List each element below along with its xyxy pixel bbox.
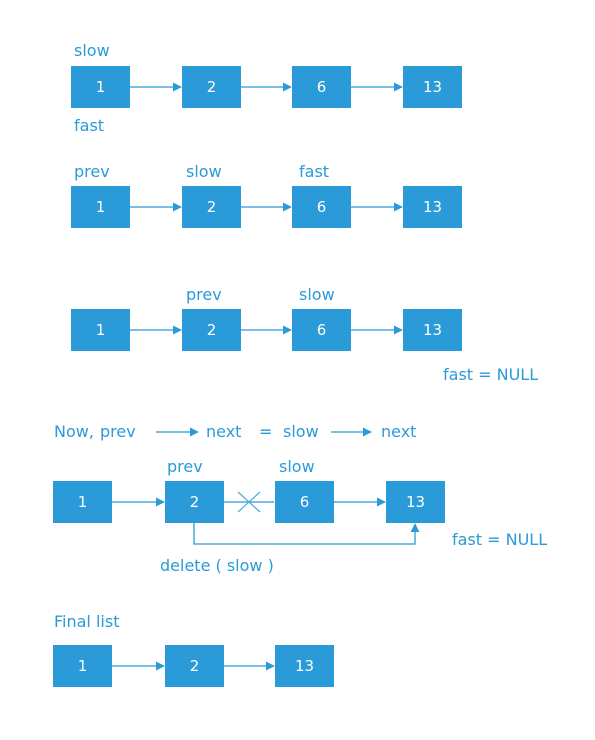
row-2: prev slow fast 1 2 6 13	[71, 162, 462, 228]
fast-null-label: fast = NULL	[443, 365, 538, 384]
node-2: 2	[165, 645, 224, 687]
node-2: 2	[182, 66, 241, 108]
svg-text:1: 1	[78, 657, 88, 675]
node-1: 1	[71, 66, 130, 108]
final-list: Final list 1 2 13	[53, 612, 334, 687]
node-6: 6	[292, 66, 351, 108]
svg-text:13: 13	[406, 493, 425, 511]
svg-text:2: 2	[207, 321, 217, 339]
node-1: 1	[71, 309, 130, 351]
row-4: prev slow 1 2 6 13 fast = NULL delete ( …	[53, 457, 547, 575]
final-list-title: Final list	[54, 612, 119, 631]
statement-next: next	[206, 422, 241, 441]
fast-label: fast	[74, 116, 104, 135]
node-6: 6	[292, 186, 351, 228]
svg-text:13: 13	[295, 657, 314, 675]
svg-text:6: 6	[300, 493, 310, 511]
node-6: 6	[275, 481, 334, 523]
node-2: 2	[182, 186, 241, 228]
node-6: 6	[292, 309, 351, 351]
node-1: 1	[71, 186, 130, 228]
statement-prev: prev	[100, 422, 136, 441]
slow-label: slow	[186, 162, 222, 181]
svg-text:6: 6	[317, 198, 327, 216]
node-13: 13	[403, 186, 462, 228]
slow-label: slow	[299, 285, 335, 304]
svg-text:13: 13	[423, 321, 442, 339]
fast-null-label: fast = NULL	[452, 530, 547, 549]
svg-text:2: 2	[207, 198, 217, 216]
pointer-statement: Now, prev next = slow next	[54, 422, 416, 441]
slow-label: slow	[279, 457, 315, 476]
svg-text:2: 2	[190, 657, 200, 675]
fast-label: fast	[299, 162, 329, 181]
bypass-link-arrow	[193, 523, 420, 545]
node-13: 13	[275, 645, 334, 687]
node-1: 1	[53, 645, 112, 687]
svg-text:1: 1	[96, 78, 106, 96]
node-13: 13	[403, 309, 462, 351]
statement-equals: =	[259, 422, 272, 441]
node-2: 2	[165, 481, 224, 523]
statement-slow: slow	[283, 422, 319, 441]
row-1: slow 1 2 6 13 fast	[71, 41, 462, 135]
statement-next: next	[381, 422, 416, 441]
svg-text:6: 6	[317, 321, 327, 339]
svg-text:13: 13	[423, 198, 442, 216]
statement-now: Now,	[54, 422, 94, 441]
prev-label: prev	[167, 457, 203, 476]
prev-label: prev	[186, 285, 222, 304]
node-1: 1	[53, 481, 112, 523]
svg-text:13: 13	[423, 78, 442, 96]
svg-text:1: 1	[78, 493, 88, 511]
svg-text:2: 2	[207, 78, 217, 96]
svg-text:2: 2	[190, 493, 200, 511]
delete-slow-label: delete ( slow )	[160, 556, 274, 575]
node-13: 13	[403, 66, 462, 108]
cross-mark-icon	[237, 491, 261, 513]
row-3: prev slow 1 2 6 13 fast = NULL	[71, 285, 538, 384]
node-13: 13	[386, 481, 445, 523]
slow-label: slow	[74, 41, 110, 60]
svg-text:1: 1	[96, 321, 106, 339]
svg-text:1: 1	[96, 198, 106, 216]
prev-label: prev	[74, 162, 110, 181]
node-2: 2	[182, 309, 241, 351]
svg-text:6: 6	[317, 78, 327, 96]
